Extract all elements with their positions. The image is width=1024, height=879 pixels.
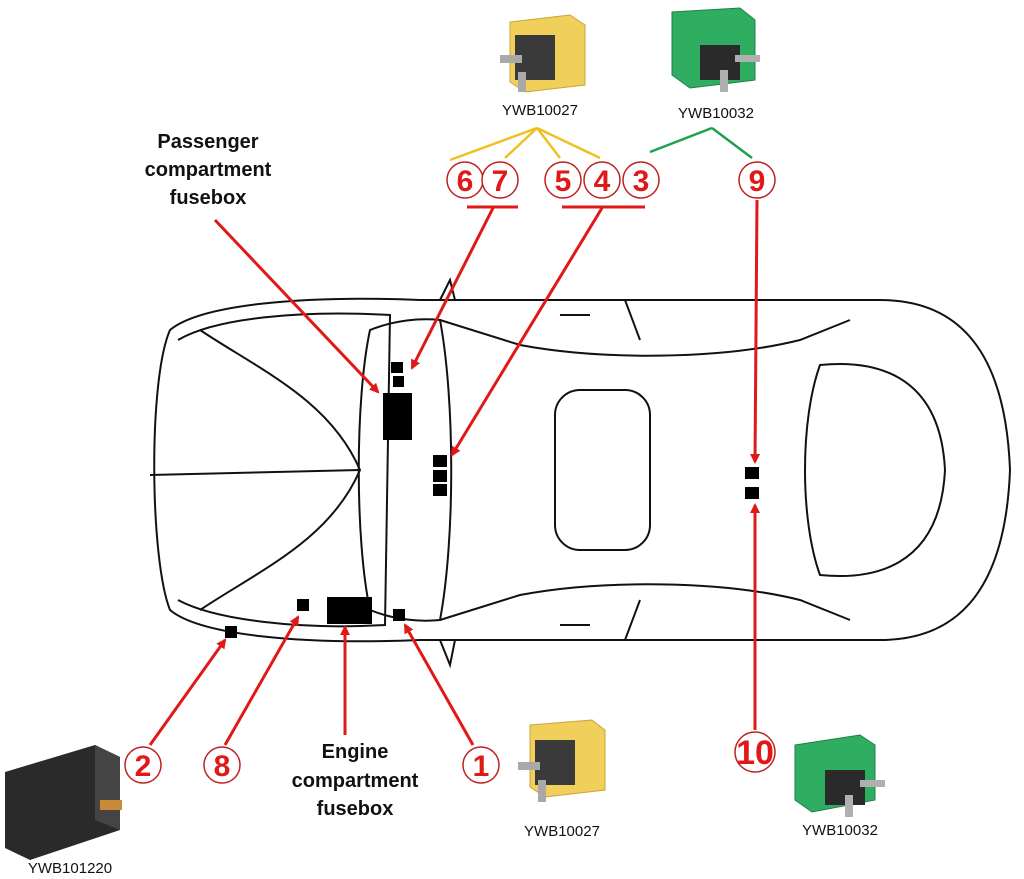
relay-position-10[interactable] <box>745 487 759 499</box>
svg-text:compartment: compartment <box>292 770 419 792</box>
callout-9[interactable]: 9 <box>749 165 766 198</box>
yellow-connector-lines <box>449 126 601 162</box>
callout-3[interactable]: 3 <box>633 165 650 198</box>
callout-10[interactable]: 10 <box>736 734 774 772</box>
relay-position-9[interactable] <box>745 467 759 479</box>
relay-position-8[interactable] <box>297 599 309 611</box>
relay-part-number: YWB101220 <box>28 860 112 877</box>
car-outline <box>149 277 1012 669</box>
yellow-relay-image-bottom <box>518 719 606 802</box>
relay-part-number: YWB10032 <box>678 105 754 122</box>
callout-6[interactable]: 6 <box>457 165 474 198</box>
relay-part-number: YWB10027 <box>524 823 600 840</box>
green-connector-lines <box>649 126 753 159</box>
passenger-fusebox-block[interactable] <box>383 393 412 440</box>
callout-7[interactable]: 7 <box>492 165 509 198</box>
black-relay-image <box>5 745 122 860</box>
callout-8[interactable]: 8 <box>214 750 231 783</box>
relay-position-6[interactable] <box>391 362 403 373</box>
callout-2[interactable]: 2 <box>135 750 152 783</box>
callout-4[interactable]: 4 <box>594 165 611 198</box>
relay-position-5[interactable] <box>433 455 447 467</box>
callout-1[interactable]: 1 <box>473 750 490 783</box>
callout-5[interactable]: 5 <box>555 165 572 198</box>
relay-position-7[interactable] <box>393 376 404 387</box>
svg-text:Passenger: Passenger <box>157 131 258 153</box>
svg-text:fusebox: fusebox <box>317 798 394 820</box>
svg-text:Engine: Engine <box>322 741 389 763</box>
svg-text:compartment: compartment <box>145 159 272 181</box>
relay-position-1[interactable] <box>393 609 405 621</box>
relay-positions <box>225 362 759 638</box>
green-relay-image-top <box>671 7 760 92</box>
relay-part-number: YWB10027 <box>502 102 578 119</box>
relay-position-3[interactable] <box>433 484 447 496</box>
pointer-arrows <box>148 199 761 746</box>
engine-fusebox-block[interactable] <box>327 597 372 624</box>
engine-fusebox-label: Engine compartment fusebox <box>292 741 419 820</box>
yellow-relay-image-top <box>500 14 586 93</box>
svg-text:fusebox: fusebox <box>170 187 247 209</box>
relay-part-number: YWB10032 <box>802 822 878 839</box>
relay-position-2[interactable] <box>225 626 237 638</box>
green-relay-image-bottom <box>794 734 885 817</box>
passenger-fusebox-label: Passenger compartment fusebox <box>145 131 272 209</box>
relay-position-4[interactable] <box>433 470 447 482</box>
